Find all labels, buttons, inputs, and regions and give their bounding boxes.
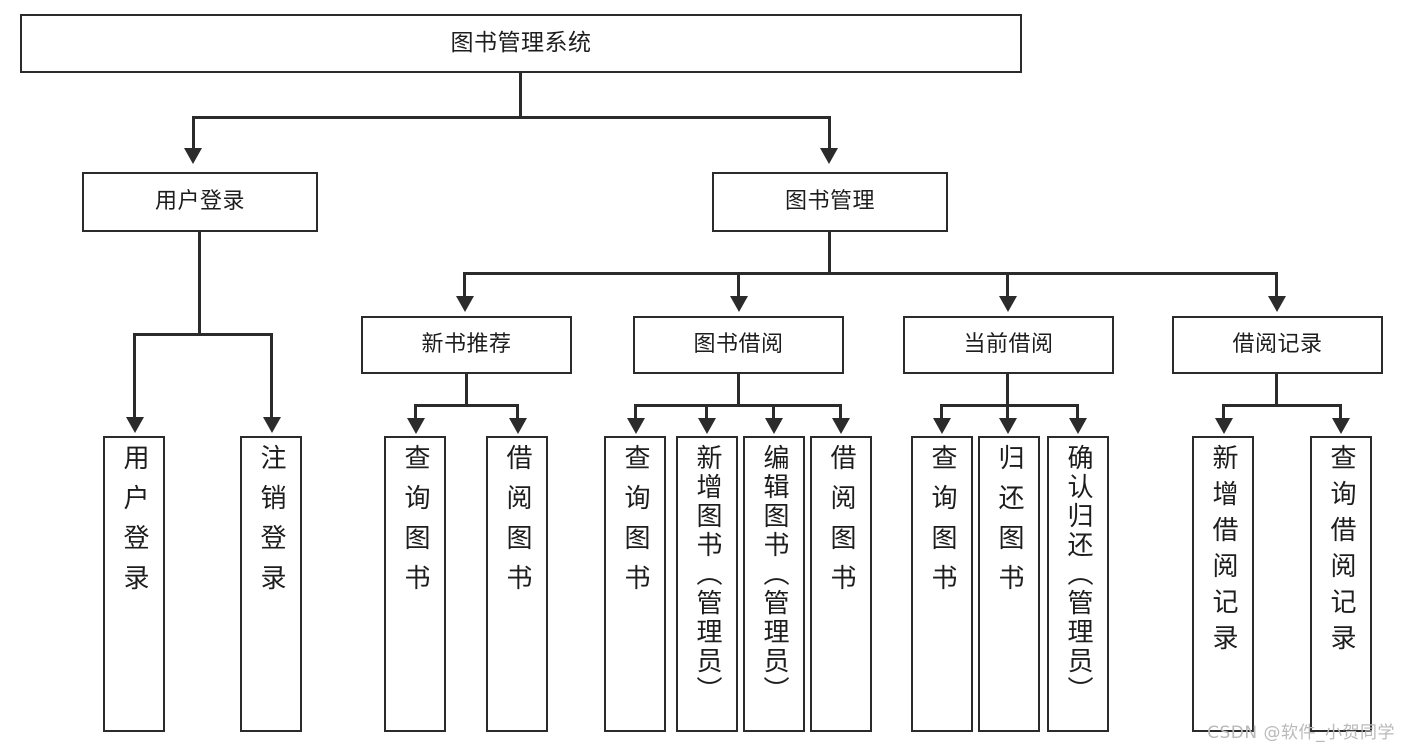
arrowhead-leaf-borrow-book-1 <box>509 418 527 434</box>
node-label: 用户登录 <box>154 188 245 214</box>
edge-new-book-recommend-stem <box>465 374 468 406</box>
node-label: 用户登录 <box>119 444 149 604</box>
edge-bb-drop-1 <box>634 404 637 420</box>
edge-to-borrow-record <box>1275 272 1278 298</box>
watermark-text: CSDN @软件_小贺同学 <box>1207 723 1395 743</box>
node-label: 新增图书（管理员） <box>692 444 722 705</box>
arrowhead-new-book-recommend <box>456 296 474 312</box>
node-label: 借阅图书 <box>502 444 532 604</box>
arrowhead-leaf-confirm-return <box>1069 418 1087 434</box>
arrowhead-leaf-user-login <box>126 417 144 433</box>
node-leaf-borrow-book-1[interactable]: 借阅图书 <box>486 436 548 732</box>
edge-current-borrow-stem <box>1006 374 1009 406</box>
node-label: 图书借阅 <box>693 331 784 357</box>
edge-root-bus <box>192 116 831 119</box>
node-borrow-record[interactable]: 借阅记录 <box>1172 316 1383 374</box>
node-current-borrow[interactable]: 当前借阅 <box>903 316 1114 374</box>
edge-br-drop-2 <box>1339 404 1342 420</box>
arrowhead-leaf-return-book <box>999 418 1017 434</box>
arrowhead-leaf-query-book-2 <box>627 418 645 434</box>
arrowhead-leaf-add-record <box>1215 418 1233 434</box>
arrowhead-leaf-borrow-book-2 <box>832 418 850 434</box>
edge-user-login-stem <box>198 232 201 335</box>
arrowhead-leaf-query-book-1 <box>407 418 425 434</box>
arrowhead-leaf-query-record <box>1332 418 1350 434</box>
edge-new-book-recommend-bus <box>414 404 519 407</box>
node-label: 编辑图书（管理员） <box>759 444 789 705</box>
node-leaf-query-record[interactable]: 查询借阅记录 <box>1310 436 1372 732</box>
node-label: 确认归还（管理员） <box>1063 444 1093 705</box>
edge-to-new-book-recommend <box>463 272 466 298</box>
arrowhead-leaf-logout <box>263 417 281 433</box>
arrowhead-leaf-edit-book <box>765 418 783 434</box>
arrowhead-user-login <box>184 148 202 164</box>
node-label: 查询图书 <box>927 444 957 604</box>
node-leaf-query-book-1[interactable]: 查询图书 <box>384 436 446 732</box>
edge-root-to-user-login <box>192 116 195 150</box>
node-leaf-user-login[interactable]: 用户登录 <box>103 436 165 732</box>
arrowhead-book-manage <box>820 148 838 164</box>
edge-cb-drop-1 <box>940 404 943 420</box>
node-label: 注销登录 <box>256 444 286 604</box>
node-user-login[interactable]: 用户登录 <box>82 172 318 232</box>
edge-book-manage-stem <box>828 232 831 274</box>
arrowhead-leaf-query-book-3 <box>933 418 951 434</box>
node-leaf-add-record[interactable]: 新增借阅记录 <box>1192 436 1254 732</box>
arrowhead-current-borrow <box>999 296 1017 312</box>
arrowhead-borrow-record <box>1268 296 1286 312</box>
node-label: 当前借阅 <box>963 331 1054 357</box>
edge-user-login-drop-2 <box>270 333 273 419</box>
edge-cb-drop-3 <box>1076 404 1079 420</box>
node-label: 查询借阅记录 <box>1326 444 1356 660</box>
node-book-manage[interactable]: 图书管理 <box>712 172 948 232</box>
node-leaf-logout[interactable]: 注销登录 <box>240 436 302 732</box>
edge-book-borrow-bus <box>634 404 842 407</box>
edge-nbr-drop-1 <box>414 404 417 420</box>
node-leaf-query-book-3[interactable]: 查询图书 <box>911 436 973 732</box>
edge-root-to-book-manage <box>828 116 831 150</box>
node-root-system[interactable]: 图书管理系统 <box>20 14 1022 73</box>
node-leaf-return-book[interactable]: 归还图书 <box>978 436 1040 732</box>
node-label: 图书管理系统 <box>450 29 592 56</box>
node-leaf-confirm-return[interactable]: 确认归还（管理员） <box>1047 436 1109 732</box>
edge-borrow-record-bus <box>1222 404 1342 407</box>
edge-borrow-record-stem <box>1275 374 1278 406</box>
node-label: 新增借阅记录 <box>1208 444 1238 660</box>
node-label: 新书推荐 <box>421 331 512 357</box>
edge-user-login-bus <box>133 333 273 336</box>
edge-bb-drop-3 <box>772 404 775 420</box>
node-label: 借阅记录 <box>1232 331 1323 357</box>
edge-cb-drop-2 <box>1006 404 1009 420</box>
edge-user-login-drop-1 <box>133 333 136 419</box>
arrowhead-leaf-add-book <box>698 418 716 434</box>
node-leaf-borrow-book-2[interactable]: 借阅图书 <box>810 436 872 732</box>
edge-nbr-drop-2 <box>516 404 519 420</box>
node-book-borrow[interactable]: 图书借阅 <box>633 316 844 374</box>
edge-root-stem <box>519 73 522 118</box>
node-label: 借阅图书 <box>826 444 856 604</box>
node-new-book-recommend[interactable]: 新书推荐 <box>361 316 572 374</box>
node-leaf-query-book-2[interactable]: 查询图书 <box>604 436 666 732</box>
edge-br-drop-1 <box>1222 404 1225 420</box>
edge-book-borrow-stem <box>737 374 740 406</box>
edge-to-book-borrow <box>737 272 740 298</box>
edge-current-borrow-bus <box>940 404 1079 407</box>
node-label: 归还图书 <box>994 444 1024 604</box>
node-label: 查询图书 <box>620 444 650 604</box>
edge-bb-drop-4 <box>839 404 842 420</box>
node-leaf-edit-book[interactable]: 编辑图书（管理员） <box>743 436 805 732</box>
edge-bb-drop-2 <box>705 404 708 420</box>
node-label: 查询图书 <box>400 444 430 604</box>
node-leaf-add-book[interactable]: 新增图书（管理员） <box>676 436 738 732</box>
arrowhead-book-borrow <box>730 296 748 312</box>
edge-to-current-borrow <box>1006 272 1009 298</box>
edge-book-manage-bus <box>463 272 1278 275</box>
node-label: 图书管理 <box>784 188 875 214</box>
